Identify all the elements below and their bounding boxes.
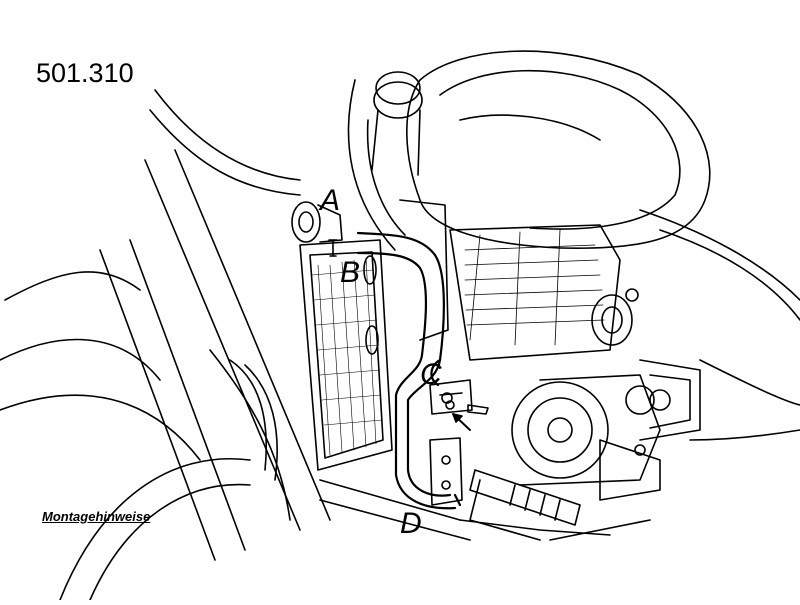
front-fork (0, 89, 331, 561)
label-a: A (318, 184, 340, 217)
part-number: 501.310 (36, 58, 134, 88)
label-d: D (400, 507, 422, 540)
lower-frame (319, 479, 651, 541)
arrow-icon (452, 413, 471, 431)
frame (347, 79, 800, 441)
foot-peg (459, 469, 611, 541)
lower-mount (429, 437, 463, 506)
bolt-icon (328, 239, 338, 257)
radiator (299, 239, 393, 471)
fuel-tank (406, 50, 711, 250)
crash-bar (356, 231, 462, 510)
steering-knob (371, 71, 423, 176)
mounting-bracket (429, 379, 489, 415)
label-b: B (340, 256, 360, 289)
caption-mounting-instructions: Montagehinweise (42, 509, 151, 524)
engine (449, 224, 701, 501)
label-c: C (420, 358, 442, 391)
horn (291, 201, 343, 243)
front-wheel (59, 359, 278, 601)
